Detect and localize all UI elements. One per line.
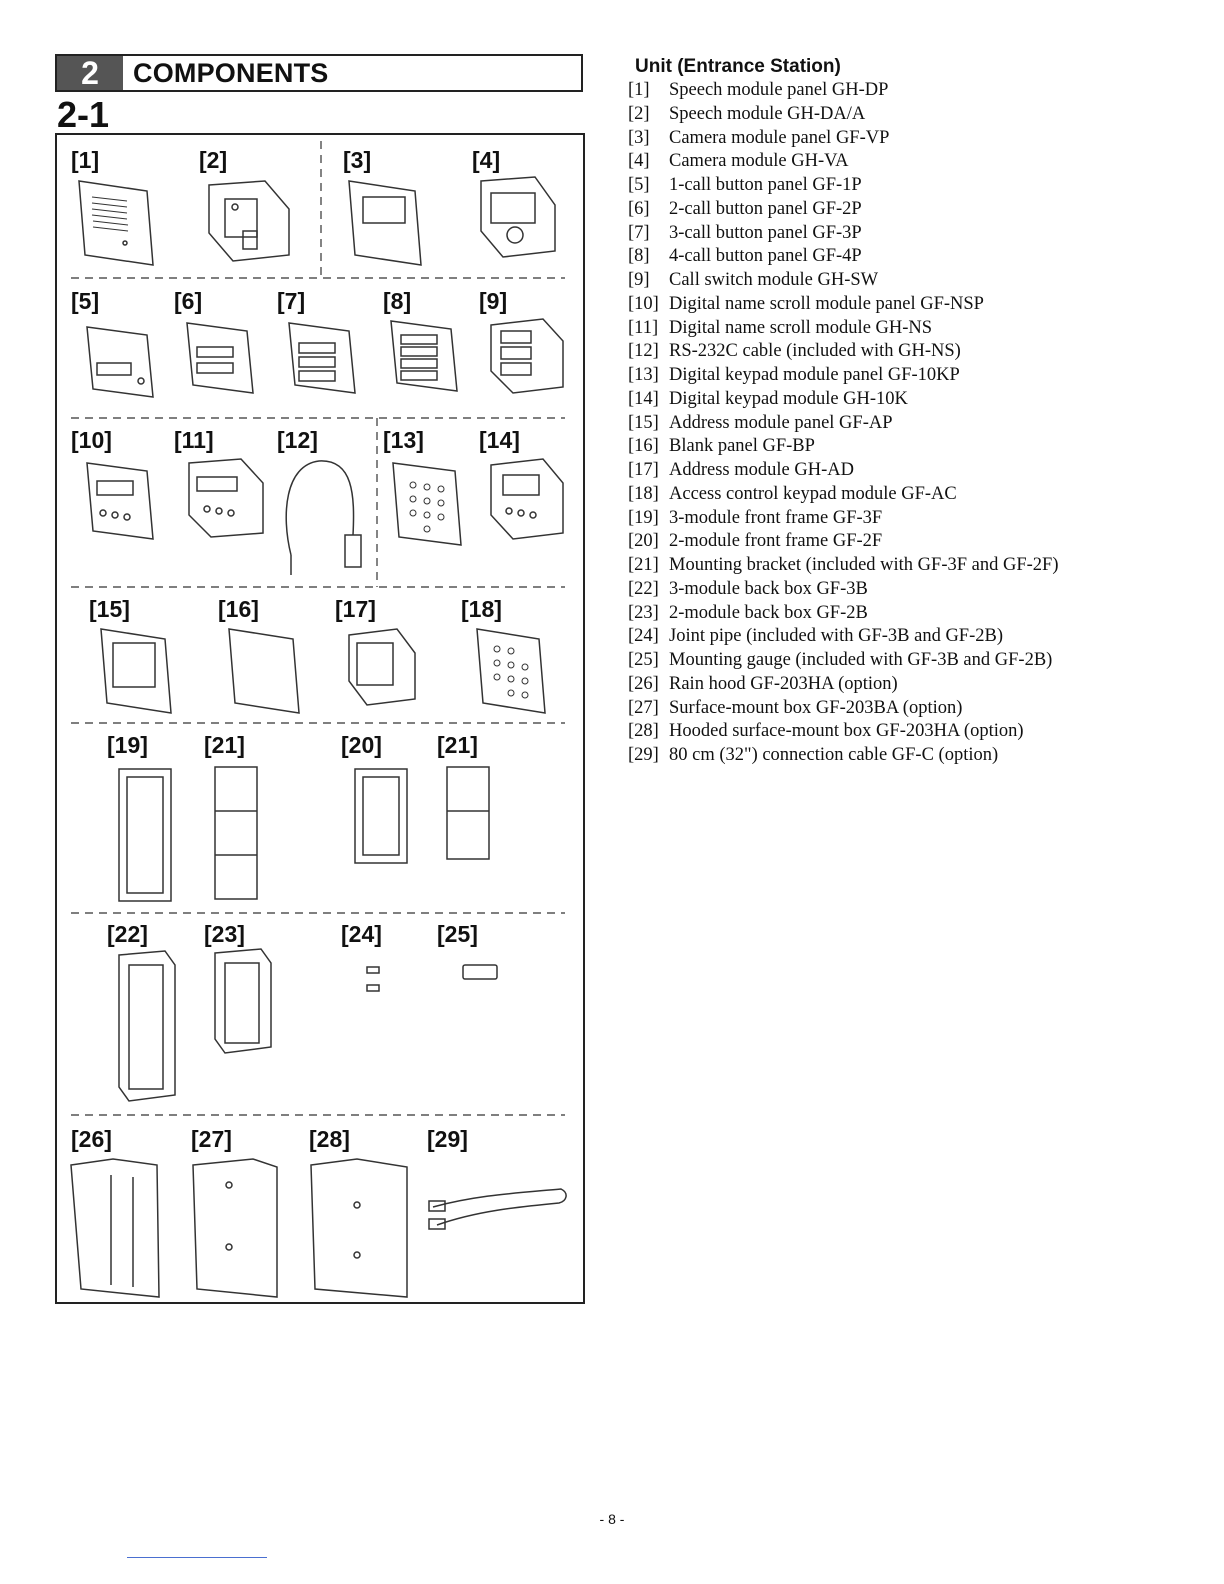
section-title: COMPONENTS [133,57,329,88]
page-number: - 8 - [599,1511,625,1527]
list-item: [3]Camera module panel GF-VP [628,127,890,148]
list-item: [6]2-call button panel GF-2P [628,198,862,219]
figure-tag: [7] [277,288,306,314]
figure-tag: [16] [218,596,259,622]
list-item: [23]2-module back box GF-2B [628,602,868,623]
rs232c-cable-drawing [285,460,362,575]
list-item: [19]3-module front frame GF-3F [628,507,883,528]
list-item: [14]Digital keypad module GH-10K [628,388,908,409]
figure-tag: [19] [107,732,148,758]
footer-divider [127,1557,267,1558]
list-item: [13]Digital keypad module panel GF-10KP [628,365,960,385]
components-figure: [1] [2] [3] [4] [5] [6] [7] [8] [9] [10]… [55,133,585,1304]
figure-tag: [5] [71,288,100,314]
figure-tag: [21] [204,732,245,758]
call-button-panels [86,320,458,398]
back-box-drawings [118,948,498,1102]
figure-tag: [3] [343,147,372,173]
section-number: 2 [57,55,123,91]
camera-panel-drawing [348,180,422,266]
figure-tag: [18] [461,596,502,622]
figure-tag: [13] [383,427,424,453]
figure-tag: [11] [174,427,214,453]
figure-tag: [26] [71,1126,112,1152]
camera-module-drawing [480,176,556,258]
list-item: [22]3-module back box GF-3B [628,578,868,599]
name-scroll-module-drawing [188,458,264,538]
figure-tag: [2] [199,147,228,173]
figure-tag: [12] [277,427,318,453]
list-item: [5]1-call button panel GF-1P [628,175,862,195]
figure-tag: [8] [383,288,412,314]
figure-tag: [24] [341,921,382,947]
subsection-number: 2-1 [57,94,110,135]
keypad-module-drawing [490,458,564,540]
component-list: [1]Speech module panel GH-DP [2]Speech m… [628,79,1059,768]
figure-tag: [6] [174,288,203,314]
list-title: Unit (Entrance Station) [635,56,841,77]
figure-tag: [27] [191,1126,232,1152]
figure-tag: [4] [472,147,501,173]
figure-tag: [1] [71,147,100,173]
list-item: [2]Speech module GH-DA/A [628,103,866,124]
figure-tag: [15] [89,596,130,622]
keypad-panel-drawing [392,462,462,546]
list-item: [25]Mounting gauge (included with GF-3B … [628,650,1053,670]
list-item: [20]2-module front frame GF-2F [628,531,883,552]
list-item: [28]Hooded surface-mount box GF-203HA (o… [628,721,1024,742]
list-item: [21]Mounting bracket (included with GF-3… [628,555,1059,575]
figure-tag: [29] [427,1126,468,1152]
list-item: [9]Call switch module GH-SW [628,270,879,290]
figure-tag: [28] [309,1126,350,1152]
row-dividers [71,141,565,1116]
name-scroll-panel-drawing [86,462,154,540]
front-frame-drawings [118,766,490,902]
list-item: [24]Joint pipe (included with GF-3B and … [628,626,1004,647]
list-item: [4]Camera module GH-VA [628,151,849,172]
speech-panel-drawing [78,180,154,266]
list-item: [11]Digital name scroll module GH-NS [628,317,933,338]
address-row-drawings [100,628,546,714]
list-item: [7]3-call button panel GF-3P [628,222,862,243]
list-item: [10]Digital name scroll module panel GF-… [628,293,984,314]
list-item: [16]Blank panel GF-BP [628,436,815,457]
figure-tag: [14] [479,427,520,453]
list-item: [17]Address module GH-AD [628,460,854,480]
figure-tag: [10] [71,427,112,453]
figure-tag: [17] [335,596,376,622]
component-illustrations [70,141,567,1298]
list-item: [1]Speech module panel GH-DP [628,80,889,100]
figure-tag: [22] [107,921,148,947]
option-drawings [70,1158,567,1298]
figure-tag: [23] [204,921,245,947]
figure-tag: [21] [437,732,478,758]
list-item: [12]RS-232C cable (included with GH-NS) [628,341,961,362]
call-switch-module-drawing [490,318,564,394]
figure-tag: [9] [479,288,508,314]
list-item: [26]Rain hood GF-203HA (option) [628,673,898,694]
figure-tag: [20] [341,732,382,758]
section-header: 2 COMPONENTS [55,54,583,92]
speech-module-drawing [208,180,290,262]
list-item: [29]80 cm (32") connection cable GF-C (o… [628,745,999,765]
list-item: [27]Surface-mount box GF-203BA (option) [628,697,963,718]
list-item: [15]Address module panel GF-AP [628,412,893,433]
list-item: [18]Access control keypad module GF-AC [628,483,957,504]
figure-tag: [25] [437,921,478,947]
list-item: [8]4-call button panel GF-4P [628,246,862,267]
